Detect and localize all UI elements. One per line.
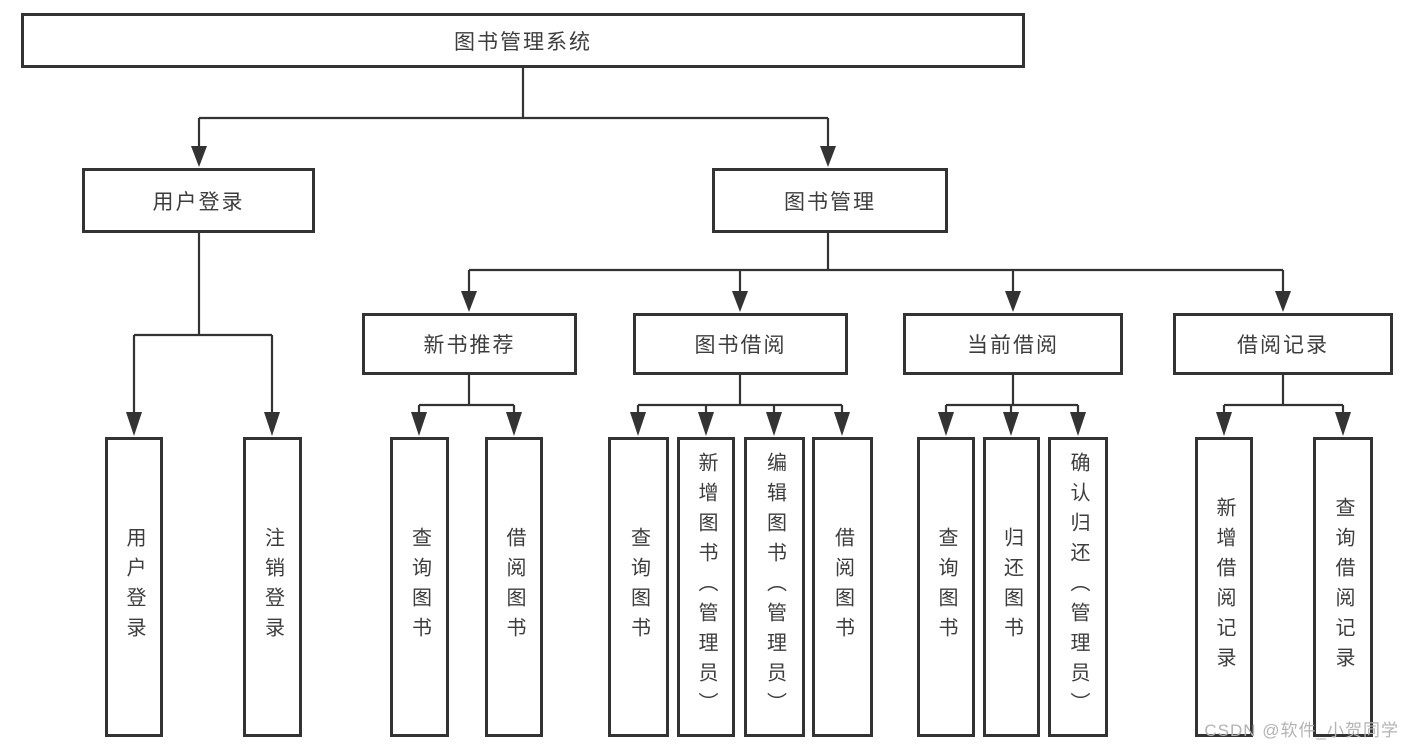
- node-new-book-recommend: 新书推荐: [362, 313, 577, 375]
- leaf-borrow-edit-books-admin: 编辑图书（管理员）: [744, 437, 805, 737]
- leaf-records-query-record: 查询借阅记录: [1313, 437, 1373, 737]
- leaf-current-return-books: 归还图书: [983, 437, 1040, 737]
- leaf-borrow-query-books: 查询图书: [608, 437, 669, 737]
- node-current-borrow: 当前借阅: [903, 313, 1123, 375]
- leaf-recommend-borrow-books: 借阅图书: [485, 437, 543, 737]
- node-book-borrow: 图书借阅: [633, 313, 848, 375]
- leaf-current-confirm-return-admin: 确认归还（管理员）: [1048, 437, 1108, 737]
- leaf-borrow-borrow-books: 借阅图书: [812, 437, 873, 737]
- node-borrow-records: 借阅记录: [1173, 313, 1393, 375]
- leaf-records-add-record: 新增借阅记录: [1195, 437, 1253, 737]
- node-root: 图书管理系统: [21, 13, 1025, 68]
- leaf-logout: 注销登录: [243, 437, 302, 737]
- leaf-recommend-query-books: 查询图书: [390, 437, 449, 737]
- watermark: CSDN @软件_小贺同学: [1204, 721, 1399, 740]
- node-book-management: 图书管理: [712, 168, 948, 233]
- node-user-login: 用户登录: [82, 168, 315, 233]
- leaf-user-login: 用户登录: [105, 437, 163, 737]
- leaf-current-query-books: 查询图书: [917, 437, 975, 737]
- leaf-borrow-add-books-admin: 新增图书（管理员）: [677, 437, 735, 737]
